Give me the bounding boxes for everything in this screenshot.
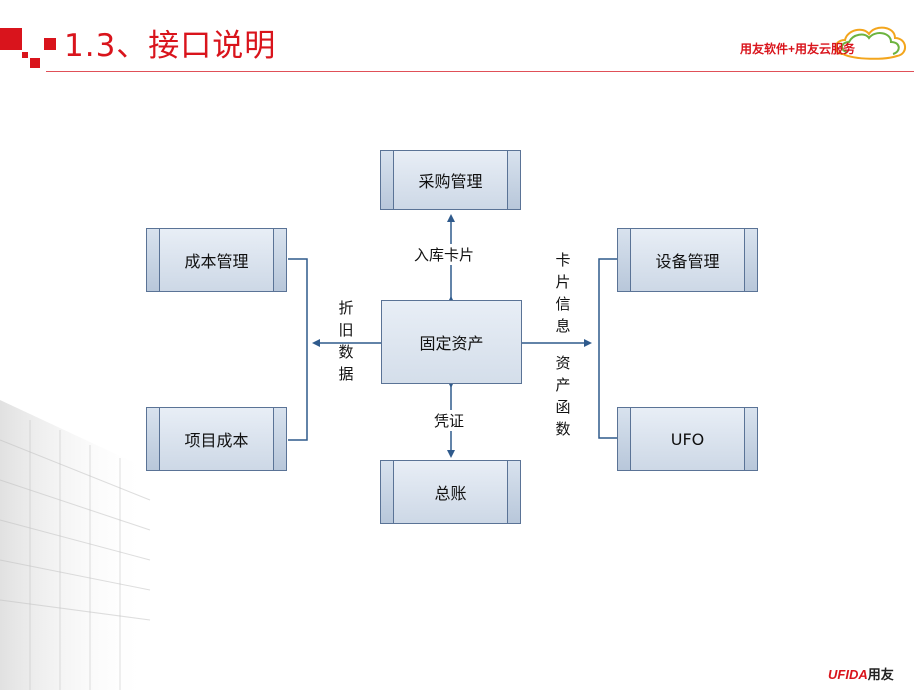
node-project-cost: 项目成本 — [146, 407, 287, 471]
footer-logo-en: UFIDA — [828, 667, 868, 682]
header-square-decoration — [30, 58, 40, 68]
edge-label-voucher: 凭证 — [432, 410, 467, 431]
header-square-decoration — [22, 52, 28, 58]
node-label: UFO — [670, 429, 705, 449]
node-fixed-assets: 固定资产 — [381, 300, 522, 384]
page-title: 1.3、接口说明 — [64, 28, 277, 64]
building-background-image — [0, 400, 151, 690]
node-equipment: 设备管理 — [617, 228, 758, 292]
node-label: 成本管理 — [184, 252, 249, 271]
brand-logo: 用友软件+用友云服务 — [735, 20, 915, 68]
bracket-left — [288, 258, 308, 441]
edge-label-inbound-card: 入库卡片 — [412, 244, 477, 265]
node-label: 项目成本 — [184, 431, 249, 450]
node-purchase: 采购管理 — [380, 150, 521, 210]
brand-text: 用友软件+用友云服务 — [740, 42, 856, 56]
header-square-decoration — [44, 38, 56, 50]
node-ufo: UFO — [617, 407, 758, 471]
edge-label-depreciation: 折旧数据 — [338, 299, 354, 383]
header-square-decoration — [0, 28, 22, 50]
edge-label-card-info: 卡片信息 — [555, 251, 571, 335]
node-label: 采购管理 — [418, 172, 483, 191]
node-label: 总账 — [434, 484, 467, 503]
header-divider — [46, 71, 914, 72]
bracket-right — [598, 258, 617, 439]
node-ledger: 总账 — [380, 460, 521, 524]
node-label: 设备管理 — [655, 252, 720, 271]
footer-logo: UFIDA用友 — [828, 664, 894, 683]
edge-label-asset-function: 资产函数 — [555, 354, 571, 438]
cloud-icon — [834, 26, 906, 60]
node-label: 固定资产 — [419, 334, 484, 353]
node-cost: 成本管理 — [146, 228, 287, 292]
footer-logo-cn: 用友 — [867, 667, 894, 682]
